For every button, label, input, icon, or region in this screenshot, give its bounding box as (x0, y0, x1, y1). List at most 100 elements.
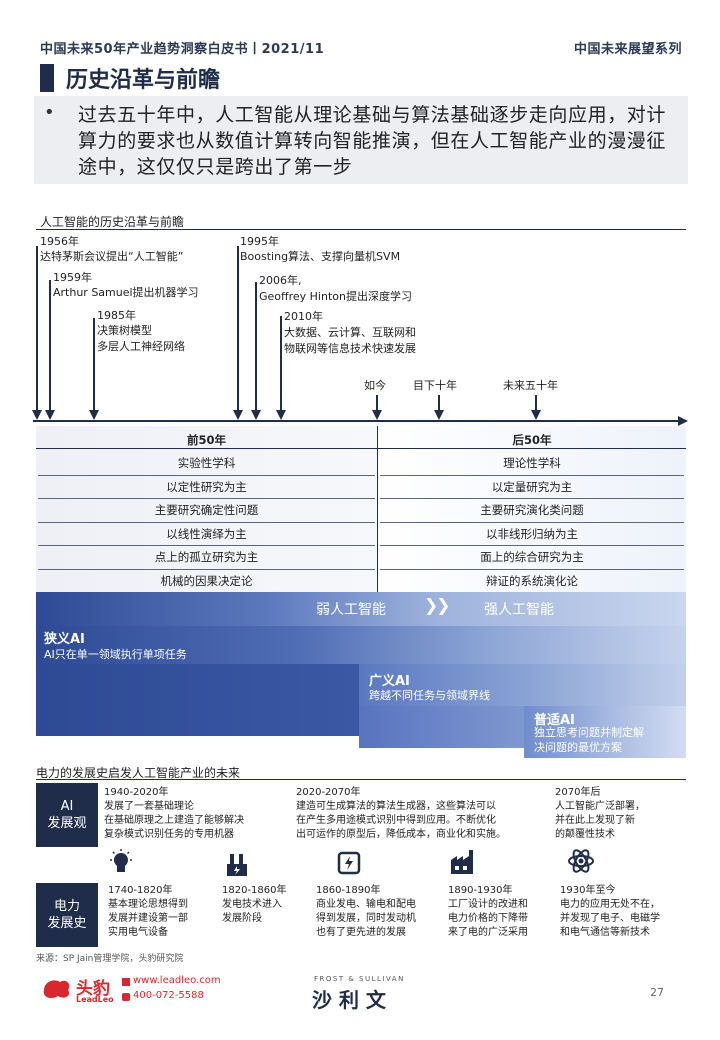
power-stage-2-l2: 发展阶段 (222, 913, 262, 924)
power-stage-4: 1890-1930年 工厂设计的改进和 电力价格的下降带 来了电的广泛采用 (448, 884, 528, 940)
past-row: 实验性学科 (177, 456, 236, 470)
narrow-ai-tail (36, 664, 359, 736)
event-1959-year: 1959年 (53, 271, 92, 284)
phone-icon (122, 993, 130, 1001)
ai-stage-3-year: 2070年后 (555, 787, 601, 798)
row-separator (380, 498, 684, 499)
website-link[interactable]: www.leadleo.com (133, 975, 221, 986)
power-plant-icon (227, 854, 247, 876)
event-1985-line2: 多层人工神经网络 (97, 340, 185, 353)
partner-name: 沙 利 文 (312, 988, 386, 1012)
row-separator (380, 521, 684, 523)
ai-stage-2-l3: 出可运作的原型后，降低成本，商业化和实施。 (296, 829, 506, 840)
ai-stage-2: 2020-2070年 建造可生成算法的算法生成器，这些算法可以 在产生多用途模式… (296, 786, 506, 842)
narrow-ai-desc: AI只在单一领域执行单项任务 (44, 648, 187, 661)
future-row: 以定量研究为主 (491, 479, 573, 494)
header-separator (36, 448, 686, 449)
future-row: 面上的综合研究为主 (480, 550, 584, 564)
power-stage-3-year: 1860-1890年 (316, 885, 381, 896)
general-ai-desc: 跨越不同任务与领域界线 (369, 689, 490, 702)
ai-view-label-l2: 发展观 (47, 816, 87, 831)
strong-ai-label: 强人工智能 (484, 602, 554, 618)
row-separator (380, 568, 684, 570)
summary-box: • 过去五十年中，人工智能从理论基础与算法基础逐步走向应用，对计算力的要求也从数… (34, 96, 688, 184)
power-stage-2-l1: 发电技术进入 (222, 899, 282, 910)
factory-icon (451, 850, 473, 874)
power-section-title: 电力的发展史启发人工智能产业的未来 (36, 766, 241, 780)
super-ai-title: 普适AI (534, 713, 575, 728)
summary-bullet: • (44, 102, 55, 123)
past-header: 前50年 (186, 433, 226, 447)
partner-name-en: FROST & SULLIVAN (314, 975, 405, 983)
row-separator (38, 498, 375, 499)
power-stage-1-l1: 基本理论思想得到 (108, 899, 188, 910)
power-stage-5-l1: 电力的应用无处不在， (560, 899, 660, 910)
ai-stage-2-year: 2020-2070年 (296, 787, 361, 798)
ai-stage-1-l2: 在基础原理之上建造了能够解决 (104, 815, 244, 826)
power-stage-1: 1740-1820年 基本理论思想得到 发展并建设第一部 实用电气设备 (108, 884, 188, 940)
power-history-label-l2: 发展史 (47, 916, 87, 931)
power-stage-4-l3: 来了电的广泛采用 (448, 927, 528, 938)
ai-stage-2-l2: 在产生多用途模式识别中得到应用。不断优化 (296, 815, 496, 826)
row-separator (38, 474, 375, 476)
source-note: 来源：SP Jain管理学院，头豹研究院 (36, 954, 184, 964)
ai-stage-1-l3: 复杂模式识别任务的专用机器 (104, 829, 234, 840)
event-2010-line2: 物联网等信息技术快速发展 (284, 342, 416, 355)
event-1959-text: Arthur Samuel提出机器学习 (53, 286, 199, 299)
ai-view-label: AI 发展观 (36, 783, 98, 847)
event-2010-line1: 大数据、云计算、互联网和 (284, 326, 416, 339)
power-section-rule (36, 779, 686, 780)
power-stage-5: 1930年至今 电力的应用无处不在， 并发现了电子、电磁学 和电气通信等新技术 (560, 884, 660, 940)
past-row: 主要研究确定性问题 (154, 503, 259, 517)
power-stage-4-l1: 工厂设计的改进和 (448, 899, 528, 910)
past-row: 以定性研究为主 (166, 479, 247, 494)
row-separator (380, 545, 684, 546)
marker-next50: 未来五十年 (503, 379, 558, 392)
past-row: 点上的孤立研究为主 (154, 550, 259, 564)
power-stage-4-year: 1890-1930年 (448, 885, 513, 896)
general-ai-title: 广义AI (369, 674, 410, 689)
row-separator (38, 521, 375, 523)
future-row: 理论性学科 (503, 456, 561, 470)
super-ai-desc-l2: 决问题的最优方案 (534, 741, 622, 754)
ai-stage-2-l1: 建造可生成算法的算法生成器，这些算法可以 (296, 801, 496, 812)
future-row: 辩证的系统演化论 (486, 573, 578, 588)
ai-stage-1-l1: 发展了一套基础理论 (104, 801, 194, 812)
power-stage-2: 1820-1860年 发电技术进入 发展阶段 (222, 884, 287, 926)
future-panel (377, 426, 686, 592)
power-stage-5-year: 1930年至今 (560, 885, 616, 896)
chevron-arrows-icon: ❯❯ (424, 596, 450, 616)
future-row: 以非线形归纳为主 (486, 526, 578, 541)
power-stage-1-year: 1740-1820年 (108, 885, 173, 896)
page-title: 历史沿革与前瞻 (66, 68, 221, 93)
light-bulb-icon (110, 849, 132, 872)
timeline-arrows (32, 246, 688, 426)
power-history-label-l1: 电力 (53, 899, 80, 914)
page-number: 27 (650, 986, 664, 999)
future-header: 后50年 (512, 433, 552, 447)
doc-header-right: 中国未来展望系列 (573, 42, 682, 57)
ai-stage-1-year: 1940-2020年 (104, 787, 169, 798)
power-stage-3: 1860-1890年 商业发电、输电和配电 得到发展，同时发动机 也有了更先进的… (316, 884, 416, 940)
event-1995-text: Boosting算法、支撑向量机SVM (240, 250, 401, 263)
title-marker (40, 64, 54, 92)
brand-name-en: LeadLeo (76, 995, 114, 1004)
leadleo-logo-icon (43, 980, 70, 998)
history-section-rule (36, 229, 686, 230)
atom-icon (568, 849, 594, 873)
ai-stage-3: 2070年后 人工智能广泛部署， 并在此上发现了新 的颠覆性技术 (555, 786, 645, 842)
general-ai-block (359, 664, 686, 706)
narrow-ai-title: 狭义AI (44, 632, 85, 647)
event-1985-year: 1985年 (97, 309, 136, 322)
ai-stage-3-l3: 的颠覆性技术 (555, 829, 615, 840)
event-1956-text: 达特茅斯会议提出“人工智能” (40, 250, 184, 263)
power-stage-5-l3: 和电气通信等新技术 (560, 927, 650, 938)
event-2006-text: Geoffrey Hinton提出深度学习 (259, 290, 412, 303)
summary-text: 过去五十年中，人工智能从理论基础与算法基础逐步走向应用，对计算力的要求也从数值计… (78, 104, 667, 178)
row-separator (38, 568, 375, 570)
marker-next10: 目下十年 (413, 379, 457, 392)
past-row: 机械的因果决定论 (160, 573, 253, 588)
history-section-title: 人工智能的历史沿革与前瞻 (40, 215, 185, 229)
power-stage-1-l3: 实用电气设备 (108, 927, 168, 938)
ai-view-label-l1: AI (60, 799, 74, 814)
